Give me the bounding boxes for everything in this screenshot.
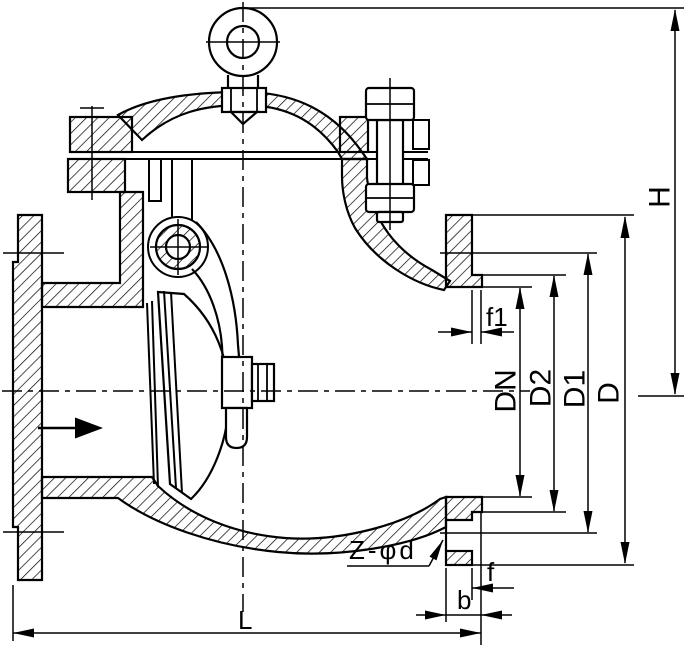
valve-body-sections (11, 90, 484, 582)
dim-label-D1: D1 (559, 370, 592, 408)
dimension-D1 (440, 252, 597, 534)
arrowhead-down-icon (583, 511, 593, 533)
arrowhead-down-icon (515, 475, 525, 497)
bonnet-left-flange-section (68, 115, 134, 154)
bonnet-dome-section (116, 90, 370, 161)
dim-label-Z-phi-d: Z-φd (349, 535, 417, 565)
arrowhead-left-icon (472, 583, 493, 593)
disc-face-line2 (170, 291, 183, 494)
dimension-DN (515, 287, 525, 497)
arrowhead-up-icon (515, 287, 525, 309)
dim-label-DN: DN (490, 369, 523, 412)
arrowhead-left-icon (13, 628, 34, 638)
bonnet-bolt-assembly (364, 78, 430, 230)
disc-tail (224, 406, 249, 450)
left-bonnet-bolt-centerline (80, 106, 104, 200)
seat-face-line1 (146, 302, 155, 485)
dimension-b (416, 568, 512, 622)
inlet-flange-section (11, 213, 44, 582)
dim-label-L: L (238, 605, 252, 635)
dim-label-b: b (457, 585, 471, 615)
bonnet-right-flange-section (338, 115, 370, 154)
outlet-flange-top-section (444, 213, 484, 289)
inlet-top-wall-section (40, 190, 145, 309)
arrowhead-up-icon (549, 275, 559, 297)
arrowhead-up-icon (670, 9, 680, 31)
outlet-bore-edges (482, 286, 532, 498)
arrowhead-leader-icon (429, 540, 443, 561)
flange-bolt-hole-marks (3, 252, 64, 533)
dimension-D (472, 214, 634, 566)
dimension-D2 (482, 274, 566, 513)
outlet-flange-bottom-upper-section (444, 495, 484, 522)
flow-direction-arrow (38, 417, 103, 439)
dim-label-f: f (487, 557, 495, 587)
hinge-pin-hatch (156, 225, 201, 270)
bolt-hole-callout (347, 539, 444, 567)
eye-nut (220, 86, 268, 114)
disc-hub (220, 355, 254, 410)
dimension-f1 (438, 290, 514, 344)
dimension-L (12, 512, 482, 645)
arrowhead-down-icon (549, 490, 559, 512)
arrowhead-right-icon (425, 610, 446, 620)
hinge-assembly (147, 158, 209, 278)
hinge-bracket-strip1 (148, 158, 162, 202)
outlet-flange-bottom-lower-section (444, 549, 474, 567)
disc-face-line1 (163, 290, 177, 489)
arrowhead-up-icon (620, 216, 630, 238)
disc-arm-outer-edge (195, 221, 242, 369)
dimension-H (246, 7, 684, 397)
dim-label-H: H (644, 186, 677, 208)
bonnet-joint-lines (70, 151, 428, 160)
centerlines (2, 2, 530, 612)
body-left-flange-section (66, 157, 127, 194)
arrowhead-down-icon (670, 373, 680, 395)
arrowhead-right-icon (460, 628, 481, 638)
arrowhead-left-icon (481, 327, 502, 337)
disc-arm-inner-edge (191, 268, 225, 369)
arrowhead-down-icon (620, 542, 630, 564)
eye-stem-tip (228, 110, 260, 126)
dim-label-D2: D2 (525, 369, 558, 407)
arrowhead-right-icon (451, 327, 472, 337)
dim-label-D: D (593, 382, 626, 404)
arrowhead-left-icon (481, 610, 502, 620)
disc-nut (250, 362, 276, 403)
bolt-flange-lug-top (412, 119, 430, 150)
bolt-flange-lug-bottom (412, 159, 430, 186)
seat-face-line2 (151, 300, 159, 488)
dim-label-f1: f1 (486, 302, 508, 332)
disc-assembly (146, 221, 276, 501)
arrowhead-up-icon (583, 253, 593, 275)
dimension-f (471, 568, 514, 600)
